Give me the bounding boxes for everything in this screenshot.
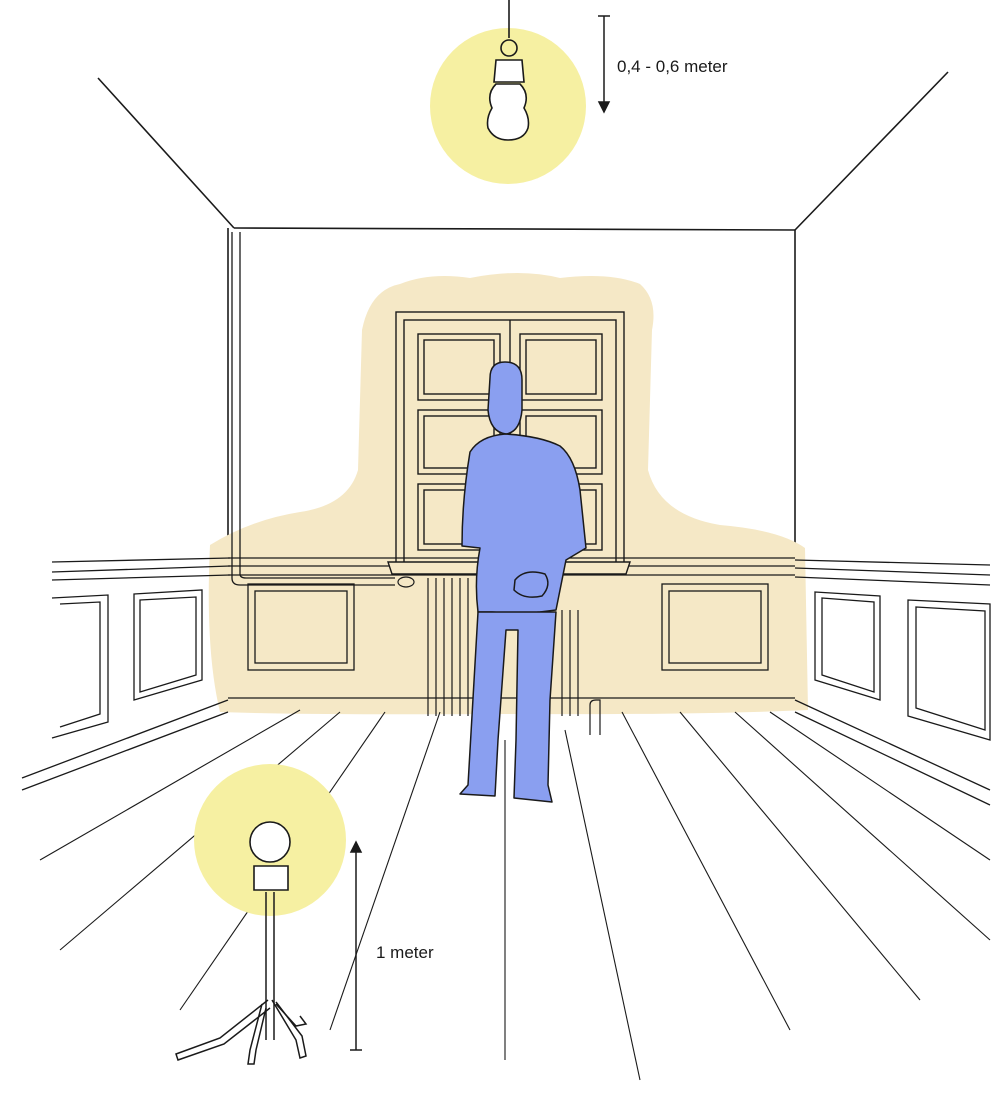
ceiling-socket: [494, 60, 524, 82]
tripod: [176, 892, 306, 1064]
person-head: [488, 362, 522, 434]
stand-height-label: 1 meter: [376, 944, 434, 961]
wainscot-left: [22, 558, 230, 790]
ceiling-distance-label: 0,4 - 0,6 meter: [617, 58, 728, 75]
ceiling-distance-arrow: [598, 16, 610, 112]
ceiling-bulb-icon: [488, 84, 529, 140]
wainscot-right: [795, 560, 990, 805]
ceiling-lamp: [430, 0, 586, 184]
stand-height-arrow: [350, 842, 362, 1050]
floor-socket: [254, 866, 288, 890]
person-hands: [514, 572, 548, 597]
floor-lamp: [176, 764, 346, 1064]
floor-bulb-icon: [250, 822, 290, 862]
